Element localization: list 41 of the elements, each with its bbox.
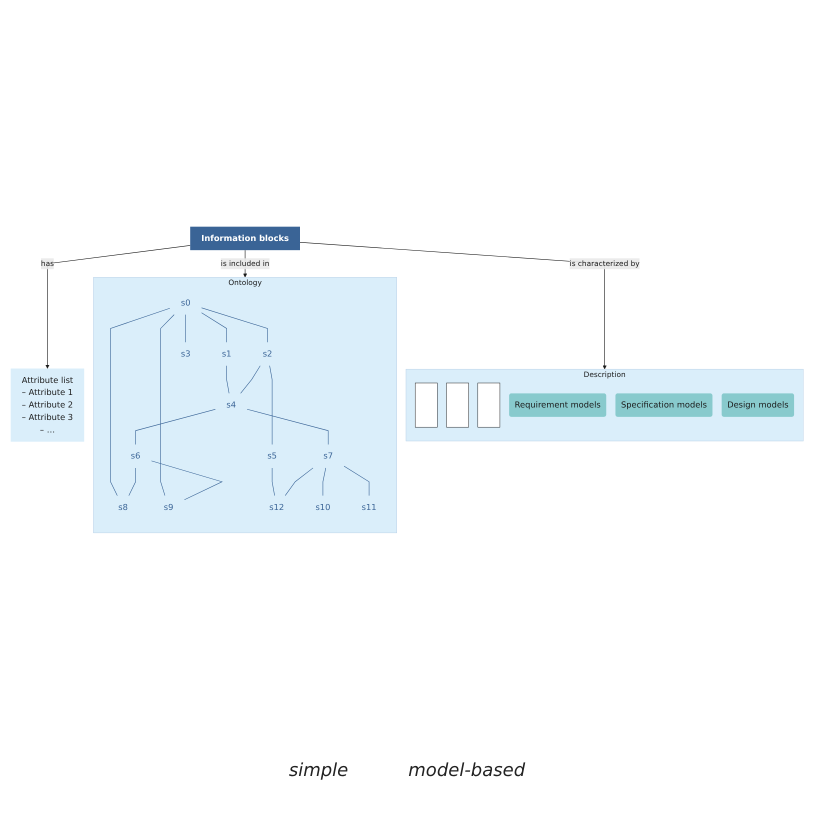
node-text: s9 — [164, 502, 174, 512]
connector — [110, 308, 170, 496]
connector — [284, 468, 314, 496]
node-text: s6 — [130, 452, 140, 462]
connector — [344, 466, 370, 496]
connector — [240, 366, 261, 394]
node-text: s0 — [180, 298, 191, 308]
node-text: s11 — [362, 502, 377, 512]
connector — [226, 366, 230, 394]
node-box: Requirement models — [509, 394, 606, 418]
connector — [246, 409, 328, 445]
node-box: Information blocks — [190, 226, 300, 250]
node-box — [446, 382, 469, 428]
node-text: s8 — [118, 502, 128, 512]
node-box: Design models — [722, 394, 794, 418]
connector — [272, 468, 275, 496]
connector — [128, 468, 136, 496]
node-box — [478, 382, 500, 428]
connector — [151, 460, 223, 500]
node-text: s3 — [180, 349, 191, 360]
node-text: s10 — [315, 502, 330, 512]
caption-text: simple — [288, 760, 348, 781]
node-text: s1 — [222, 349, 232, 360]
node-box: Attribute list – Attribute 1 – Attribute 2 – Attribute 3 – … — [10, 368, 84, 442]
node-text: s5 — [267, 452, 277, 462]
connector — [269, 366, 272, 445]
arrow — [300, 242, 607, 370]
node-text: s4 — [226, 400, 236, 410]
node-box: Specification models — [615, 394, 712, 418]
caption-text: model-based — [408, 760, 526, 781]
connector — [135, 409, 216, 445]
connector — [201, 308, 268, 343]
connector — [160, 314, 174, 496]
connector — [201, 312, 227, 343]
node-text: s2 — [262, 349, 272, 360]
node-box — [414, 382, 438, 428]
connector — [322, 468, 326, 496]
arrow — [45, 245, 190, 369]
node-text: s12 — [269, 502, 284, 512]
node-text: s7 — [323, 452, 333, 462]
connector — [185, 314, 186, 343]
